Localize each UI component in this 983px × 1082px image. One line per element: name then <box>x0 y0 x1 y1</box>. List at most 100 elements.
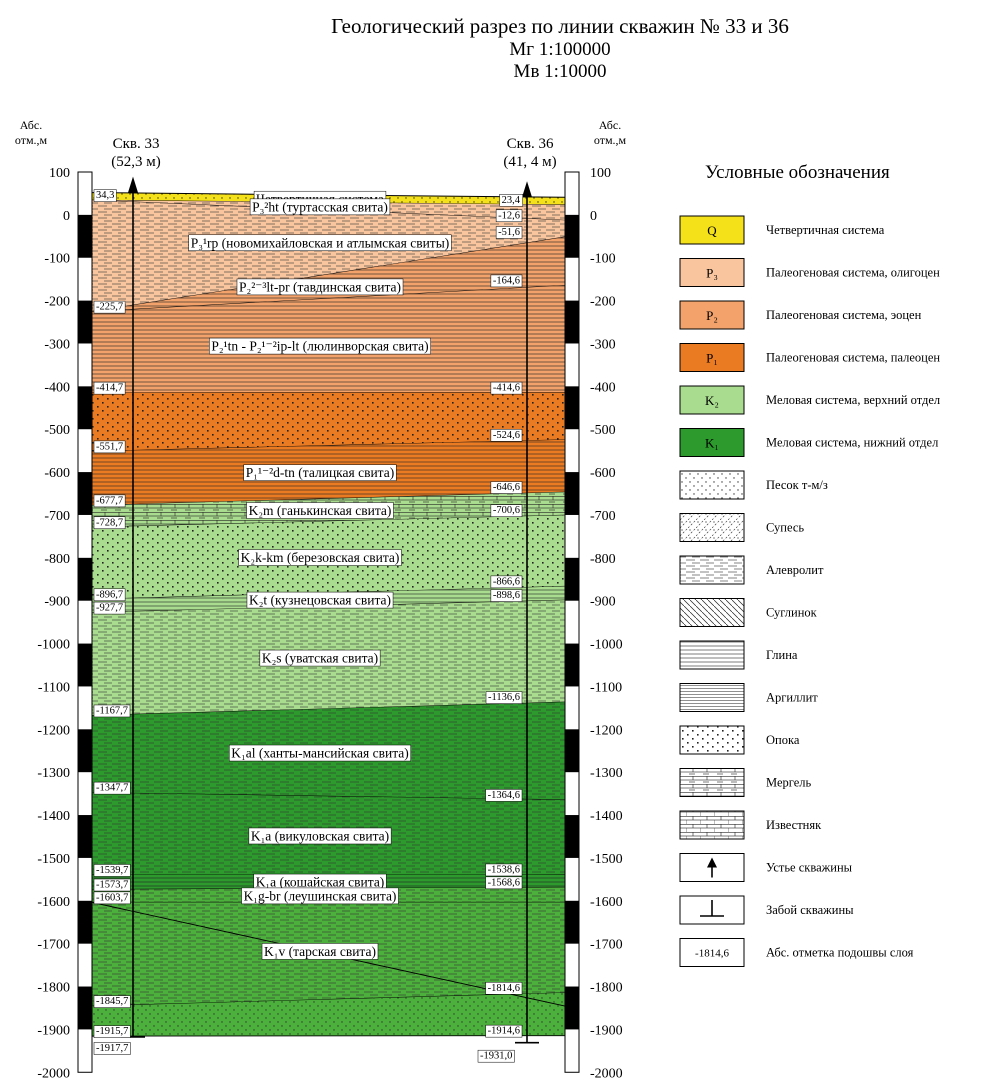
legend-title: Условные обозначения <box>705 162 890 183</box>
left-base-label-box <box>93 995 131 1008</box>
right-base-label: -898,6 <box>493 590 520 601</box>
well-36-elevation: (41, 4 м) <box>503 154 556 170</box>
left-scale-segment <box>78 300 92 344</box>
left-base-label-box <box>93 601 126 615</box>
right-tick-label: -1500 <box>590 852 623 867</box>
right-tick-label: 0 <box>590 209 597 224</box>
horizontal-scale: Мг 1:100000 <box>509 39 610 60</box>
right-base-label-box <box>485 863 523 877</box>
layer-name-box <box>246 502 394 519</box>
right-base-label: -524,6 <box>493 430 520 441</box>
left-tick-label: -1100 <box>38 680 70 695</box>
left-tick-label: 0 <box>63 209 70 224</box>
right-base-label-box <box>485 876 523 890</box>
left-scale-segment <box>78 214 92 258</box>
left-base-label-box <box>93 864 131 877</box>
left-tick-label: -1000 <box>37 638 70 653</box>
well-36-name: Скв. 36 <box>507 136 554 152</box>
wells <box>121 176 539 1044</box>
well-36-bottom-label: -1931,0 <box>480 1051 512 1062</box>
layer-name: K₂m (ганькинская свита) <box>249 503 392 518</box>
right-scale-segment <box>565 643 579 687</box>
layer-name: K₂s (уватская свита) <box>262 651 378 666</box>
layer-name-box <box>238 549 402 566</box>
left-tick-label: -700 <box>44 509 70 524</box>
right-base-label-box <box>490 429 523 442</box>
left-tick-label: -100 <box>44 252 70 267</box>
well-33-bottom-label: -1917,7 <box>96 1043 128 1054</box>
well-33-wellhead-arrow <box>128 176 138 193</box>
right-scale-segment <box>565 986 579 1030</box>
right-tick-label: -400 <box>590 380 616 395</box>
right-base-label: -700,6 <box>493 505 520 516</box>
left-scale-segment <box>78 900 92 944</box>
layer-name: K₁g-br (леушинская свита) <box>244 888 397 903</box>
legend-pattern <box>679 640 745 670</box>
legend-code: K₂ <box>705 393 719 408</box>
layer-pattern <box>92 992 565 1037</box>
left-base-label-box <box>93 516 126 530</box>
layer-name: K₁v (тарская свита) <box>264 944 376 959</box>
left-base-label: -225,7 <box>96 302 123 313</box>
legend-label: Алевролит <box>766 563 824 577</box>
left-base-label: -1347,7 <box>96 783 128 794</box>
right-base-label-box <box>490 274 523 288</box>
right-tick-label: -1400 <box>590 809 623 824</box>
right-base-label: -1568,6 <box>488 877 520 888</box>
legend-label: Известняк <box>766 818 822 832</box>
right-tick-label: -100 <box>590 252 616 267</box>
layer-name-box <box>243 464 397 481</box>
left-scale-segment <box>78 986 92 1030</box>
right-base-label: -646,6 <box>493 482 520 493</box>
right-base-label-box <box>485 691 523 704</box>
left-tick-label: -900 <box>44 595 70 610</box>
legend-label: Глина <box>766 648 798 662</box>
left-base-label-box <box>93 300 126 314</box>
left-base-label-box <box>93 781 131 795</box>
right-scale-segment <box>565 386 579 430</box>
layer-name: K₁a (викуловская свита) <box>251 828 389 843</box>
layer-name: P₁¹⁻²d-tn (талицкая свита) <box>246 465 395 480</box>
vertical-scale: Мв 1:10000 <box>514 61 607 82</box>
right-tick-label: -1200 <box>590 723 623 738</box>
legend-swatch <box>679 215 745 245</box>
left-scale-segment <box>78 557 92 601</box>
legend-code: P₂ <box>706 308 718 323</box>
left-base-label-box <box>93 440 126 454</box>
well-36-bottom-label-box <box>477 1049 515 1063</box>
right-base-label-box <box>490 589 523 602</box>
right-scale-segment <box>565 900 579 944</box>
legend-label: Меловая система, нижний отдел <box>766 436 938 450</box>
legend-code: -1814,6 <box>695 948 729 960</box>
right-tick-label: -500 <box>590 423 616 438</box>
legend-swatch <box>679 300 745 330</box>
right-base-label: -12,6 <box>498 210 520 221</box>
right-base-label-box <box>490 504 523 517</box>
left-tick-label: -1700 <box>37 938 70 953</box>
right-base-label-box <box>485 789 523 802</box>
left-base-label-box <box>93 494 126 508</box>
layer-name: K₁al (ханты-мансийская свита) <box>231 746 409 761</box>
layer-name: P₂²⁻³lt-pr (тавдинская свита) <box>239 279 401 294</box>
section-title: Геологический разрез по линии скважин № … <box>331 14 789 38</box>
left-base-label: -1845,7 <box>96 996 128 1007</box>
left-tick-label: -1600 <box>37 895 70 910</box>
layer-name-box <box>188 234 452 252</box>
left-scale-segment <box>78 643 92 687</box>
right-tick-label: -1700 <box>590 938 623 953</box>
right-axis-caption-unit: отм.,м <box>594 133 627 147</box>
left-scale-segment <box>78 815 92 858</box>
legend-code: P₁ <box>706 351 718 366</box>
left-base-label: -1603,7 <box>96 892 128 903</box>
right-base-label: -1364,6 <box>488 790 520 801</box>
left-base-label-box <box>93 381 126 395</box>
right-base-label-box <box>490 481 523 494</box>
right-tick-label: -1000 <box>590 638 623 653</box>
left-base-label: -728,7 <box>96 517 123 528</box>
layer-pattern <box>92 200 565 312</box>
left-scale-segment <box>78 729 92 773</box>
legend-pattern <box>679 725 745 755</box>
right-tick-label: -800 <box>590 552 616 567</box>
right-base-label: -164,6 <box>493 275 520 286</box>
